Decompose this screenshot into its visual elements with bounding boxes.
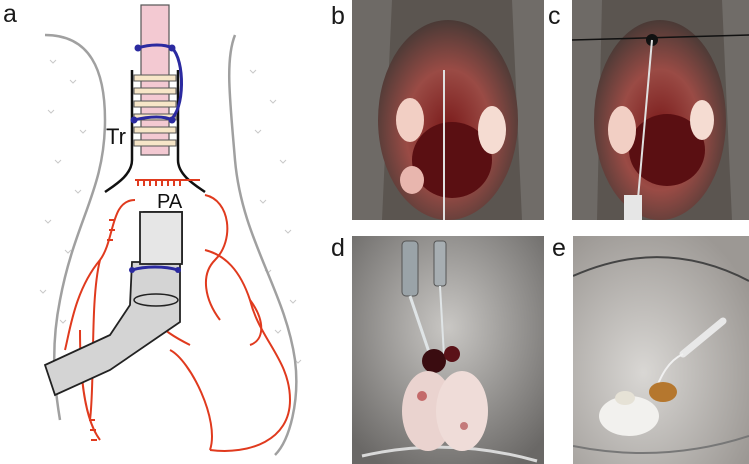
pulmonary-vessels — [64, 179, 292, 452]
panel-label-c: c — [548, 2, 561, 30]
body-outline-right — [227, 34, 298, 456]
photo-surgery-c — [572, 0, 749, 220]
trachea-wall-right — [176, 70, 206, 194]
schematic-diagram: Tr PA — [20, 0, 320, 464]
cannula-tip — [139, 211, 183, 265]
photo-lungs-d — [352, 236, 544, 464]
trachea-label: Tr — [106, 124, 126, 149]
photo-dish-e — [573, 236, 749, 464]
suture-pa — [131, 265, 179, 272]
pa-label: PA — [157, 191, 183, 213]
panel-label-e: e — [552, 234, 566, 262]
panel-label-d: d — [331, 234, 345, 262]
panel-label-a: a — [3, 0, 17, 28]
photo-surgery-b — [352, 0, 544, 220]
suture-loop — [168, 46, 183, 122]
trachea-wall-left — [104, 70, 134, 194]
panel-label-b: b — [331, 2, 345, 30]
